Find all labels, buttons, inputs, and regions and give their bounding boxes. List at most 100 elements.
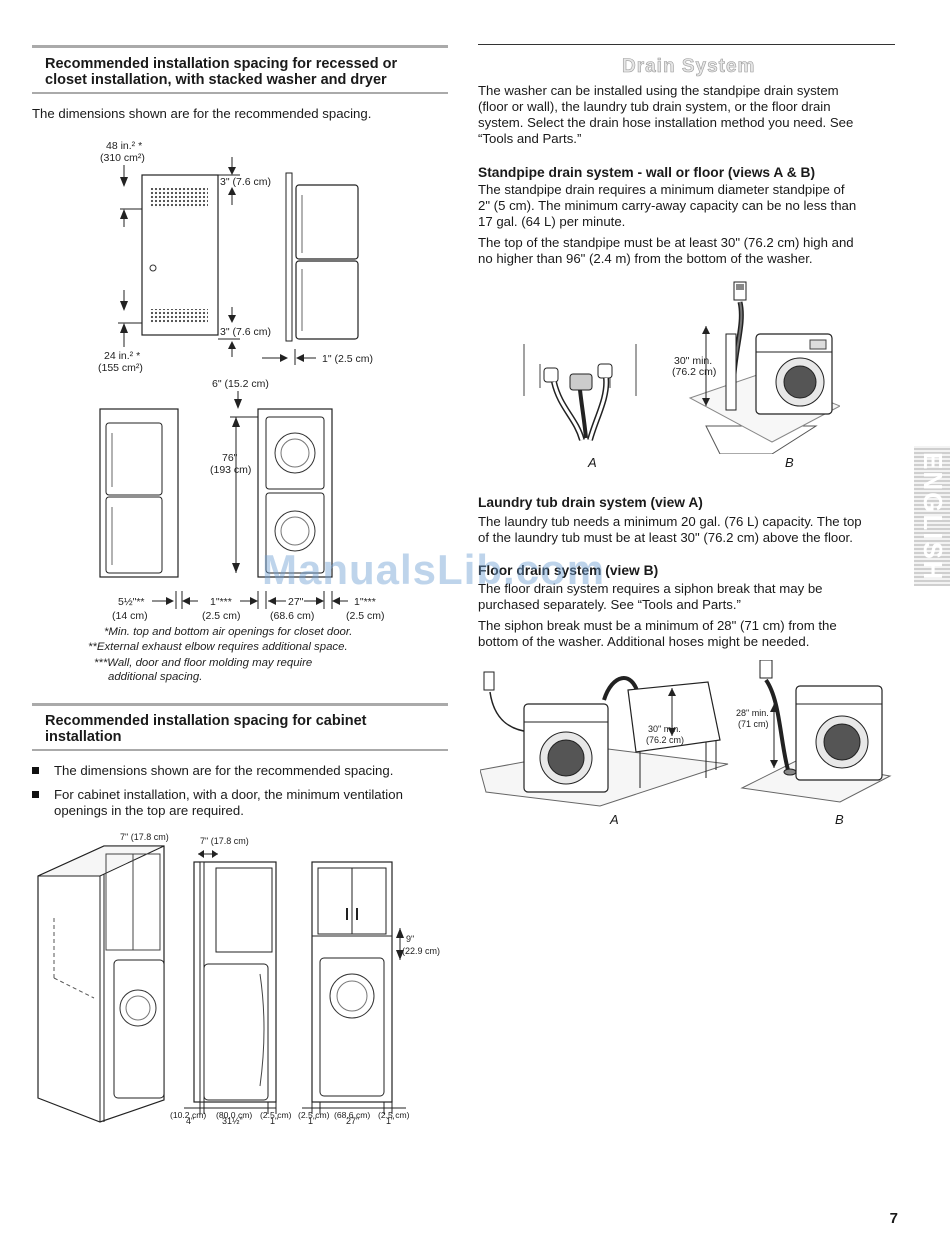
section2-bottom-rule [32,749,448,751]
bullet-2-text-line2: openings in the top are required. [54,803,244,818]
drain-intro-line2: (floor or wall), the laundry tub drain s… [478,99,831,114]
bullet-2 [32,791,39,798]
top-vent-cm-label: (310 cm²) [100,152,145,164]
drain-intro-line1: The washer can be installed using the st… [478,83,839,98]
language-side-tab-label: ENGLISH [918,452,948,582]
section1-title: Recommended installation spacing for rec… [45,56,445,88]
floor-drain-label-b: B [835,812,844,827]
laundry-tub-p1-line2: of the laundry tub must be at least 30" … [478,530,853,545]
tub-min-cm-label: (76.2 cm) [646,735,684,745]
note-2: **External exhaust elbow requires additi… [88,641,348,653]
standpipe-label-a: A [588,455,597,470]
laundry-tub-p1-line1: The laundry tub needs a minimum 20 gal. … [478,514,862,529]
cabinet-bottom-1-in: 31½" [222,1116,243,1126]
floor-drain-min-label: 28" min. [736,708,769,718]
floor-drain-p1-line2: purchased separately. See “Tools and Par… [478,597,741,612]
dim-b-in: 1"*** [210,596,232,608]
tub-and-floor-drain-illustration: 30" min. (76.2 cm) 28" min. (71 cm) [480,660,892,807]
floor-drain-p2: The siphon break must be a minimum of 28… [478,618,837,650]
drain-intro-line4: “Tools and Parts.” [478,131,582,146]
cabinet-side-section [193,861,277,1103]
section2-top-rule [32,703,448,706]
floor-drain-p2-line1: The siphon break must be a minimum of 28… [478,618,837,633]
section2-title: Recommended installation spacing for cab… [45,713,445,745]
dim-a-in: 5½"** [118,596,145,608]
floor-drain-label-a: A [610,812,619,827]
cabinet-right-cm-label: (22.9 cm) [402,946,440,956]
section1-bottom-rule [32,92,448,94]
cabinet-front-section [311,861,393,1103]
cabinet-spacing-diagram: 7" (17.8 cm) 7" (17.8 cm) 9" (22.9 cm) 4… [37,832,440,1126]
laundry-tub-p1: The laundry tub needs a minimum 20 gal. … [478,514,862,546]
cabinet-bottom-5-in: 1" [386,1116,394,1126]
top-gap-label: 3" (7.6 cm) [220,176,271,188]
right-column-top-rule [478,44,895,45]
dim-c-cm: (68.6 cm) [270,610,314,622]
standpipe-illustration: 30" min. (76.2 cm) [523,281,840,454]
laundry-tub [627,681,721,753]
floor-drain-p2-line2: bottom of the washer. Additional hoses m… [478,634,810,649]
section1-intro: The dimensions shown are for the recomme… [32,106,372,121]
section2-title-line1: Recommended installation spacing for cab… [45,713,367,729]
cabinet-top-a-label: 7" (17.8 cm) [120,832,169,842]
note-1: *Min. top and bottom air openings for cl… [104,626,353,638]
bottom-vent-opening [150,309,208,323]
dim-b-cm: (2.5 cm) [202,610,241,622]
drain-intro: The washer can be installed using the st… [478,83,853,147]
rear-gap-label: 6" (15.2 cm) [212,378,269,390]
language-side-tab: ENGLISH [914,446,950,586]
section1-top-rule [32,45,448,48]
floor-drain-p1: The floor drain system requires a siphon… [478,581,823,613]
floor-drain-title: Floor drain system (view B) [478,563,659,578]
cabinet-bottom-4-in: 27" [346,1116,359,1126]
cabinet-bottom-4-cm: (68.6 cm) [334,1110,371,1120]
height-in-label: 76" [222,452,238,464]
bottom-vent-label: 24 in.² * [104,350,140,362]
dim-c-in: 27" [288,596,304,608]
drain-system-title: Drain System [622,56,756,78]
page-number: 7 [889,1210,898,1227]
stacked-washer-side [295,260,359,340]
tub-min-label: 30" min. [648,724,681,734]
cabinet-bottom-1-cm: (80.0 cm) [216,1110,253,1120]
cabinet-bottom-3-in: 1" [308,1116,316,1126]
cabinet-bottom-2-in: 1" [270,1116,278,1126]
door-knob [149,264,157,272]
floor-drain-p1-line1: The floor drain system requires a siphon… [478,581,823,596]
dim-d-in: 1"*** [354,596,376,608]
standpipe-label-b: B [785,455,794,470]
closet-spacing-diagram: 48 in.² * (310 cm²) 24 in.² * (155 cm²) … [98,140,385,622]
stacked-dryer-side [295,184,359,260]
bottom-vent-cm-label: (155 cm²) [98,362,143,374]
cabinet-top-b-label: 7" (17.8 cm) [200,836,249,846]
standpipe-p2-line1: The top of the standpipe must be at leas… [478,235,854,250]
bullet-1-text: The dimensions shown are for the recomme… [54,763,394,778]
dim-a-cm: (14 cm) [112,610,148,622]
note-4: additional spacing. [108,671,203,683]
laundry-tub-title: Laundry tub drain system (view A) [478,495,703,510]
cabinet-bottom-2-cm: (2.5 cm) [260,1110,292,1120]
note-3: ***Wall, door and floor molding may requ… [94,657,313,669]
standpipe-p2: The top of the standpipe must be at leas… [478,235,854,267]
section1-title-line1: Recommended installation spacing for rec… [45,56,398,72]
bottom-gap-label: 3" (7.6 cm) [220,326,271,338]
floor-drain-min-cm-label: (71 cm) [738,719,769,729]
standpipe-title: Standpipe drain system - wall or floor (… [478,165,816,180]
drain-intro-line3: system. Select the drain hose installati… [478,115,854,130]
section1-title-line2: closet installation, with stacked washer… [45,72,387,88]
standpipe-p1-line3: 17 gal. (64 L) per minute. [478,214,626,229]
top-vent-opening [150,188,208,208]
cabinet-bottom-0-cm: (10.2 cm) [170,1110,207,1120]
top-vent-label: 48 in.² * [106,140,142,152]
cabinet-bottom-0-in: 4" [186,1116,194,1126]
side-gap-label: 1" (2.5 cm) [322,353,373,365]
cabinet-right-in-label: 9" [406,934,414,944]
dim-d-cm: (2.5 cm) [346,610,385,622]
standpipe-min-cm-label: (76.2 cm) [672,366,716,378]
standpipe-min-label: 30" min. [674,355,712,367]
cabinet-bottom-3-cm: (2.5 cm) [298,1110,330,1120]
standpipe-p1-line1: The standpipe drain requires a minimum d… [478,182,845,197]
standpipe-p1: The standpipe drain requires a minimum d… [478,182,856,230]
section2-title-line2: installation [45,729,122,745]
manualslib-watermark: ManualsLib.com [262,546,606,593]
